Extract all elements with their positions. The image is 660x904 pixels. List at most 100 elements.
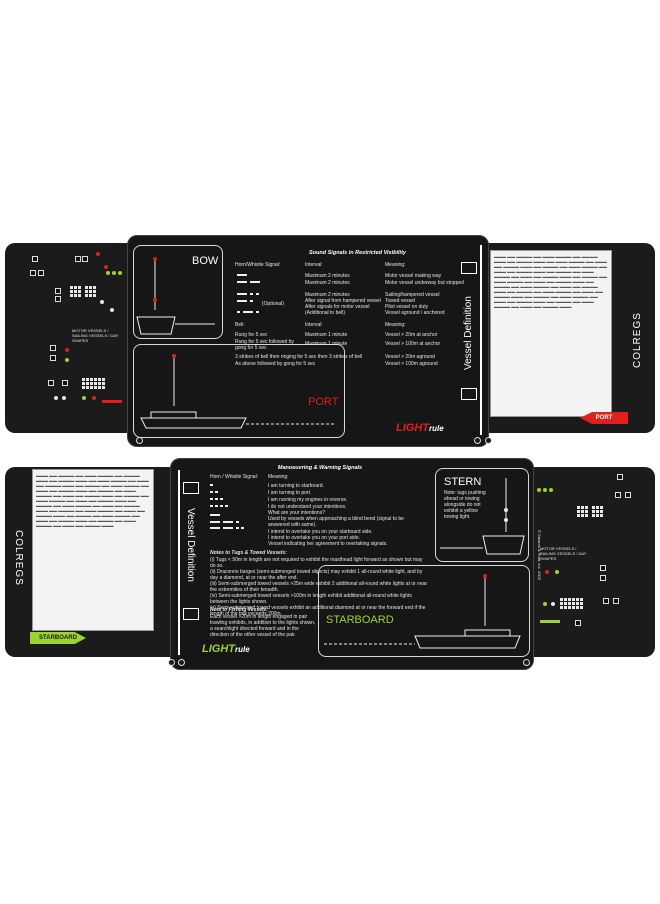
light-dot-icon (106, 271, 110, 275)
hole (474, 437, 481, 444)
copyright: © Stearns & Pratt, Inc. 2005 (537, 530, 542, 580)
meaning-header: Meaning: (385, 262, 406, 268)
bottom-right-light-strip: MOTOR VESSELS / SAILING VESSELS / DAY SH… (535, 470, 650, 650)
long-blast-icon (237, 293, 247, 295)
day-shape-icon (82, 378, 93, 389)
light-dot-icon (613, 598, 619, 604)
light-dot-icon (600, 565, 606, 571)
day-shape-icon (560, 598, 571, 609)
light-dot-icon (555, 570, 559, 574)
sound-signals-title: Sound Signals in Restricted Visibility (309, 250, 406, 256)
bottom-definition-panel: ▬▬▬ ▬▬ ▬▬▬▬ ▬▬ ▬▬▬ ▬▬▬▬ ▬▬ ▬▬▬▬ ▬▬▬ ▬▬ ▬… (32, 469, 154, 631)
light-dot-icon (55, 288, 61, 294)
row-interval: After signal from hampered vessel (305, 298, 381, 304)
divider (480, 245, 482, 435)
light-dot-icon (549, 488, 553, 492)
light-dot-icon (543, 602, 547, 606)
vessel-definition-label: Vessel Definition (463, 296, 474, 370)
bow-label: BOW (192, 255, 219, 267)
meaning: I am turning to port. (268, 490, 312, 496)
light-dot-icon (32, 256, 38, 262)
short-blast-icon (256, 293, 259, 295)
strike-signal: As above followed by gong for 5 sec (235, 361, 316, 367)
short-blast-icon (250, 300, 253, 302)
row-interval: Maximum 2 minutes (305, 292, 350, 298)
lightrule-logo: LIGHTrule (202, 643, 250, 655)
bell-interval: Maximum 1 minute (305, 341, 348, 347)
bottom-callout: MOTOR VESSELS / SAILING VESSELS / DAY SH… (540, 546, 587, 561)
light-dot-icon (600, 575, 606, 581)
bell-meaning: Vessel > 20m at anchor (385, 332, 438, 338)
maneuver-title: Manoeuvring & Warning Signals (277, 465, 363, 471)
stern-boat-icon (440, 478, 525, 555)
light-dot-icon (96, 252, 100, 256)
left-arrow-icon (183, 482, 199, 494)
meaning: I intend to overtake you on your port si… (268, 535, 360, 541)
long-blast-icon (237, 274, 247, 276)
short-blast-icon (256, 311, 259, 313)
interval-header: Interval: (305, 262, 323, 268)
day-shape-icon (592, 506, 603, 517)
signal-glyphs (210, 482, 260, 532)
bottom-card-center-flap (170, 458, 534, 670)
light-dot-icon (615, 492, 621, 498)
row-meaning: Pilot vessel on duty (385, 304, 429, 310)
light-dot-icon (75, 256, 81, 262)
light-dot-icon (82, 396, 86, 400)
horn-header: Horn / Whistle Signal: (210, 474, 259, 480)
divider (178, 470, 180, 655)
optional-label: (Optional) (262, 301, 284, 307)
light-dot-icon (100, 300, 104, 304)
row-meaning: Towed vessel (385, 298, 416, 304)
port-boat-icon (140, 354, 336, 429)
light-dot-icon (603, 598, 609, 604)
bell-meaning-header: Meaning: (385, 322, 406, 328)
bell-interval: Maximum 1 minute (305, 332, 348, 338)
meaning: I am running my engines in reverse. (268, 497, 348, 503)
light-dot-icon (50, 355, 56, 361)
left-arrow-icon (183, 608, 199, 620)
day-shape-icon (572, 598, 583, 609)
light-dot-icon (55, 296, 61, 302)
day-shape-icon (70, 286, 81, 297)
row-interval: Maximum 2 minutes (305, 273, 350, 279)
row-meaning: Motor vessel underway but stopped (385, 280, 464, 286)
bell-signal: Rung for 5 sec followed by gong for 5 se… (235, 339, 294, 351)
green-light-bar (540, 620, 560, 623)
starboard-box (318, 565, 530, 657)
light-dot-icon (62, 396, 66, 400)
row-meaning: Motor vessel making way (385, 273, 442, 279)
bell-interval-header: Interval: (305, 322, 323, 328)
top-definition-panel: ▬▬▬ ▬▬ ▬▬▬▬ ▬▬ ▬▬▬ ▬▬▬▬ ▬▬ ▬▬▬▬ ▬▬▬ ▬▬ ▬… (490, 250, 612, 417)
bell-signal: Rung for 5 sec (235, 332, 268, 338)
light-dot-icon (54, 396, 58, 400)
short-blast-icon (237, 311, 240, 313)
hole (136, 437, 143, 444)
bell-header: Bell: (235, 322, 245, 328)
light-dot-icon (30, 270, 36, 276)
port-box (133, 344, 345, 438)
light-dot-icon (551, 602, 555, 606)
meaning: I intend to overtake you on your starboa… (268, 529, 373, 535)
light-dot-icon (543, 488, 547, 492)
colregs-label: COLREGS (13, 530, 24, 586)
light-dot-icon (118, 271, 122, 275)
meaning: I do not understand your intentions. (268, 504, 347, 510)
top-callout: MOTOR VESSELS / SAILING VESSELS / DAY SH… (72, 328, 119, 343)
meaning: I am turning to starboard. (268, 483, 324, 489)
stern-label: STERN (444, 476, 482, 488)
stern-box (435, 468, 529, 562)
light-dot-icon (104, 265, 108, 269)
starboard-badge: STARBOARD (30, 632, 86, 644)
light-dot-icon (50, 345, 56, 351)
top-left-light-strip: MOTOR VESSELS / SAILING VESSELS / DAY SH… (10, 250, 125, 430)
row-interval: After signals for motor vessel (305, 304, 370, 310)
light-dot-icon (65, 348, 69, 352)
meaning-header: Meaning: (268, 474, 289, 480)
light-dot-icon (545, 570, 549, 574)
starboard-label: STARBOARD (326, 614, 394, 626)
meaning: Used by vessels when approaching a blind… (268, 516, 404, 528)
stern-note: Note: tugs pushing ahead or towing along… (444, 490, 486, 520)
bow-box (133, 245, 223, 339)
lightrule-logo: LIGHTrule (396, 422, 444, 434)
